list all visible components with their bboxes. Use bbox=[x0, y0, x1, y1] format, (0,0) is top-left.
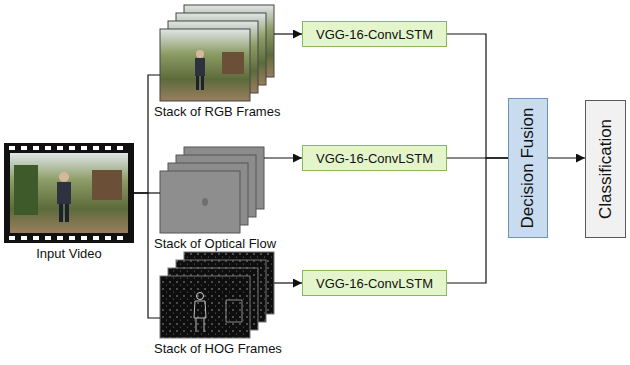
hog-frame-stack bbox=[160, 252, 274, 338]
rgb-frame-stack bbox=[160, 5, 274, 101]
model-box: VGG-16-ConvLSTM bbox=[302, 270, 447, 296]
model-box: VGG-16-ConvLSTM bbox=[302, 21, 447, 47]
node-label: VGG-16-ConvLSTM bbox=[316, 151, 433, 166]
film-frame bbox=[4, 143, 134, 243]
optical-flow-stack: Stack of Optical Flow bbox=[160, 147, 264, 233]
hog-stack: Stack of HOG Frames bbox=[160, 252, 274, 338]
connector bbox=[447, 158, 508, 283]
model-box: VGG-16-ConvLSTM bbox=[302, 145, 447, 171]
image-caption: Stack of Optical Flow bbox=[154, 236, 276, 251]
node-label: VGG-16-ConvLSTM bbox=[316, 276, 433, 291]
connector bbox=[548, 157, 585, 158]
connector bbox=[447, 34, 508, 158]
connector bbox=[264, 157, 302, 158]
node-label: Decision Fusion bbox=[518, 108, 538, 229]
input-video: Input Video bbox=[4, 143, 134, 243]
classification-box: Classification bbox=[585, 100, 626, 238]
rgb-stack: Stack of RGB Frames bbox=[160, 5, 274, 101]
image-caption: Input Video bbox=[36, 246, 102, 261]
connector bbox=[134, 193, 160, 318]
connector bbox=[274, 282, 302, 283]
connector bbox=[134, 75, 160, 193]
connector bbox=[274, 33, 302, 34]
image-caption: Stack of RGB Frames bbox=[154, 104, 280, 119]
node-label: VGG-16-ConvLSTM bbox=[316, 27, 433, 42]
image-caption: Stack of HOG Frames bbox=[154, 341, 282, 356]
node-label: Classification bbox=[596, 119, 616, 219]
optical-flow-stack bbox=[160, 147, 264, 233]
fusion-box: Decision Fusion bbox=[508, 98, 548, 238]
